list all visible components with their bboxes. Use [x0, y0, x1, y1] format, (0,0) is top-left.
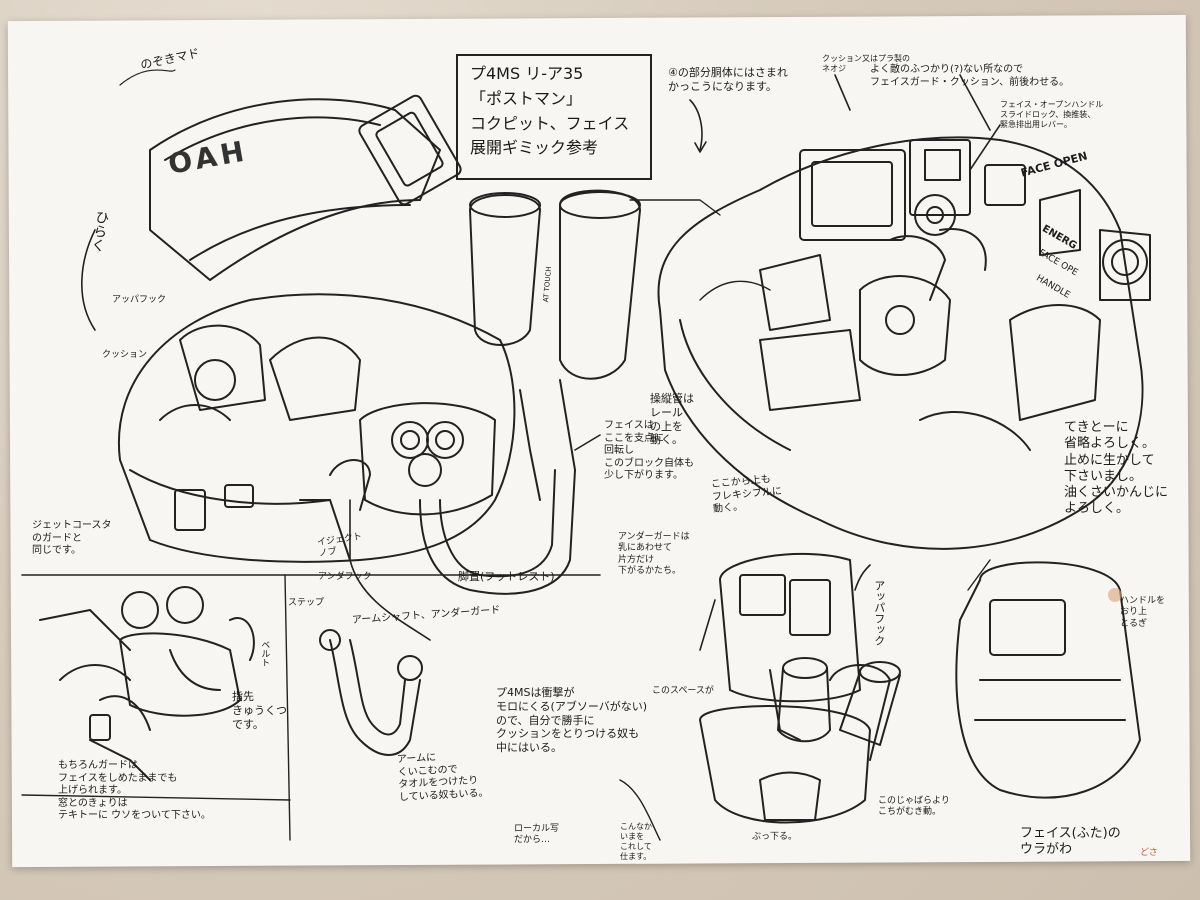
pilot-figure-drawing	[39, 586, 255, 781]
label-flexible-note: ここから上も フレキシブルに 動く。	[710, 473, 783, 515]
title-line-2: 「ポストマン」	[470, 88, 583, 108]
label-simplify-note: てきとーに 省略よろしく。 止めに生かして 下さいまし。 油くさいかんじに よろ…	[1064, 420, 1169, 517]
label-inside-note: こんなか いまを これして 仕ます。	[620, 822, 652, 861]
label-handle-note: ハンドルを おり上 とるぎ	[1120, 596, 1166, 629]
label-face-move-note: フェイスは ここを支点に 回転し このブロック自体も 少し下がります。	[604, 420, 694, 481]
cylinders-drawing	[469, 189, 721, 380]
hatch-drawing	[119, 69, 462, 281]
label-part-a-note: ④の部分胴体にはさまれ かっこうになります。	[668, 66, 788, 93]
label-shock-note: プ4MSは衝撃が モロにくる(アブソーバがない) ので、自分で勝手に クッション…	[496, 686, 648, 754]
label-face-open-handle: フェイス・オープンハンドル スライドロック、換推装、 緊急排出用レバー。	[1000, 100, 1104, 129]
label-local-note: ローカル写 だから…	[514, 824, 560, 846]
label-finger-note: 指先 きゅうくつ です。	[232, 690, 287, 731]
label-face-back: フェイス(ふた)の ウラがわ	[1020, 826, 1121, 858]
label-step: ステップ	[288, 598, 325, 608]
cockpit-body-drawing	[117, 293, 516, 563]
label-face-board-note: よく敵のふつかり(?)ない所なので フェイスガード・クッション、前後わせる。	[870, 64, 1070, 88]
label-cushion-top-note: クッション又はプラ製の ネオジ	[822, 54, 910, 73]
arm-guard-drawing	[349, 379, 576, 641]
label-ankle-rest: 脚置(フットレスト)	[458, 570, 555, 583]
label-under-guard-note: アンダーガードは 乳にあわせて 片方だけ 下がるかたち。	[618, 532, 690, 576]
label-belt: ベルト	[259, 640, 270, 667]
title-line-1: プ4MS リ-ア35	[470, 64, 584, 83]
label-towel-note: アームに くいこむので タオルをつけたり している奴もいる。	[396, 752, 489, 803]
label-coaster-guard: ジェットコースタ のガードと 同じです。	[32, 520, 112, 556]
label-upper-hook-right: アッパフック	[872, 580, 886, 646]
label-under-hook: アンダフック	[318, 572, 372, 582]
label-upper-hook: アッパフック	[112, 295, 167, 305]
cockpit-interior-drawing	[657, 136, 1151, 550]
title-box	[456, 54, 652, 180]
paper-stain	[1108, 588, 1122, 602]
signature: どさ	[1140, 848, 1158, 858]
title-line-4: 展開ギミック参考	[470, 138, 599, 158]
label-lift-note: ぶっ下る。	[752, 832, 798, 842]
label-control-rail: 操縦管は レール の上を 動く。	[650, 392, 694, 447]
title-text: プ4MS リ-ア35 「ポストマン」 コクピット、フェイス 展開ギミック参考	[470, 62, 646, 161]
title-line-3: コクピット、フェイス	[470, 113, 630, 133]
label-cushion-left: クッション	[102, 350, 148, 360]
seat-bottom-drawing	[619, 552, 1141, 841]
arrows	[81, 74, 1001, 651]
arm-tube-drawing	[319, 629, 423, 756]
label-guard-face-note: もちろんガードは フェイスをしめたままでも 上げられます。 窓とのきょりは テキ…	[58, 760, 211, 821]
label-space-note: このスペースが	[652, 686, 714, 696]
label-ura-note: このじゃばらより こちがむき動。	[878, 796, 950, 818]
